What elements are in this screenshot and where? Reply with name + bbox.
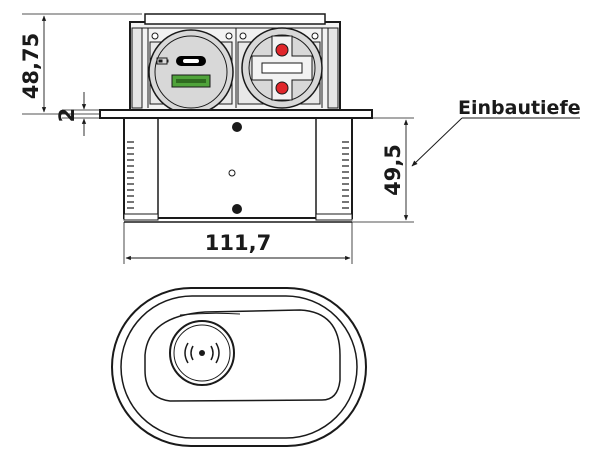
- top-view: [111, 287, 367, 447]
- wireless-charging-icon: [169, 320, 235, 386]
- dimension-width: 111,7: [123, 222, 353, 264]
- mounting-flange: [99, 109, 373, 119]
- housing-body: [123, 117, 353, 223]
- depth-value: 49,5: [381, 144, 405, 196]
- installation-depth-label: Einbautiefe: [458, 97, 581, 119]
- dimension-flange: 2: [55, 92, 100, 136]
- usb-c-port-icon: [176, 56, 206, 66]
- side-view: [99, 13, 373, 223]
- installation-depth-callout: Einbautiefe: [411, 97, 581, 167]
- dimension-depth: 49,5: [352, 117, 414, 223]
- usb-charging-insert: [148, 29, 234, 115]
- schuko-socket-icon: [237, 27, 323, 109]
- dimension-height-top: 48,75: [19, 13, 142, 115]
- usb-a-port-icon: [171, 74, 211, 88]
- flange-value: 2: [55, 108, 79, 123]
- battery-icon: [156, 57, 169, 65]
- width-value: 111,7: [205, 231, 271, 255]
- height-top-value: 48,75: [19, 33, 43, 99]
